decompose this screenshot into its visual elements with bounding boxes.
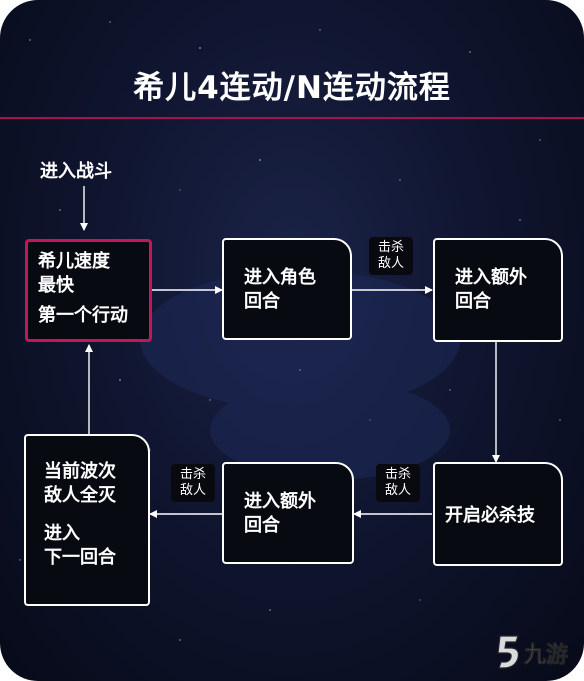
node-extra-turn-bottom: 进入额外 回合 xyxy=(222,462,354,564)
node-character-turn: 进入角色 回合 xyxy=(222,238,352,340)
node-extra-turn-bottom-line1: 进入额外 xyxy=(244,491,316,512)
node-ultimate: 开启必杀技 xyxy=(433,462,563,566)
node-wave-clear-line1: 当前波次 xyxy=(44,461,116,482)
node-ultimate-line1: 开启必杀技 xyxy=(445,505,535,526)
edge-label-kill-mid: 击杀 敌人 xyxy=(376,464,420,502)
node-seele-first-line3: 第一个行动 xyxy=(38,305,128,326)
edge-label-kill-top-line2: 敌人 xyxy=(377,256,404,271)
edge-label-kill-top-line1: 击杀 xyxy=(377,240,404,255)
node-extra-turn-bottom-line2: 回合 xyxy=(244,515,280,536)
edge-label-kill-mid-line2: 敌人 xyxy=(384,483,411,498)
node-wave-clear-line2: 敌人全灭 xyxy=(44,485,116,506)
edge-label-kill-left: 击杀 敌人 xyxy=(171,464,215,502)
watermark-brand-text: 九游 xyxy=(523,642,568,668)
jiuyou-logo-watermark: 九游 xyxy=(497,635,568,669)
edge-label-kill-mid-line1: 击杀 xyxy=(384,467,411,482)
start-label: 进入战斗 xyxy=(40,161,112,182)
node-extra-turn-top-line1: 进入额外 xyxy=(455,267,527,288)
node-seele-first-line1: 希儿速度 xyxy=(38,251,110,272)
node-wave-clear-line4: 下一回合 xyxy=(44,547,116,568)
node-wave-clear: 当前波次 敌人全灭 进入 下一回合 xyxy=(24,434,150,606)
node-extra-turn-top-line2: 回合 xyxy=(455,291,491,312)
diagram-title: 希儿4连动/N连动流程 xyxy=(133,70,451,106)
node-extra-turn-top: 进入额外 回合 xyxy=(433,238,563,342)
node-character-turn-line1: 进入角色 xyxy=(244,267,316,288)
title-divider xyxy=(0,117,584,119)
edge-label-kill-left-line2: 敌人 xyxy=(179,483,206,498)
node-seele-first-line2: 最快 xyxy=(38,275,74,296)
node-wave-clear-line3: 进入 xyxy=(44,523,80,544)
edge-label-kill-top: 击杀 敌人 xyxy=(369,237,413,275)
node-character-turn-line2: 回合 xyxy=(244,291,280,312)
edge-label-kill-left-line1: 击杀 xyxy=(179,467,206,482)
node-seele-first: 希儿速度 最快 第一个行动 xyxy=(25,239,152,342)
